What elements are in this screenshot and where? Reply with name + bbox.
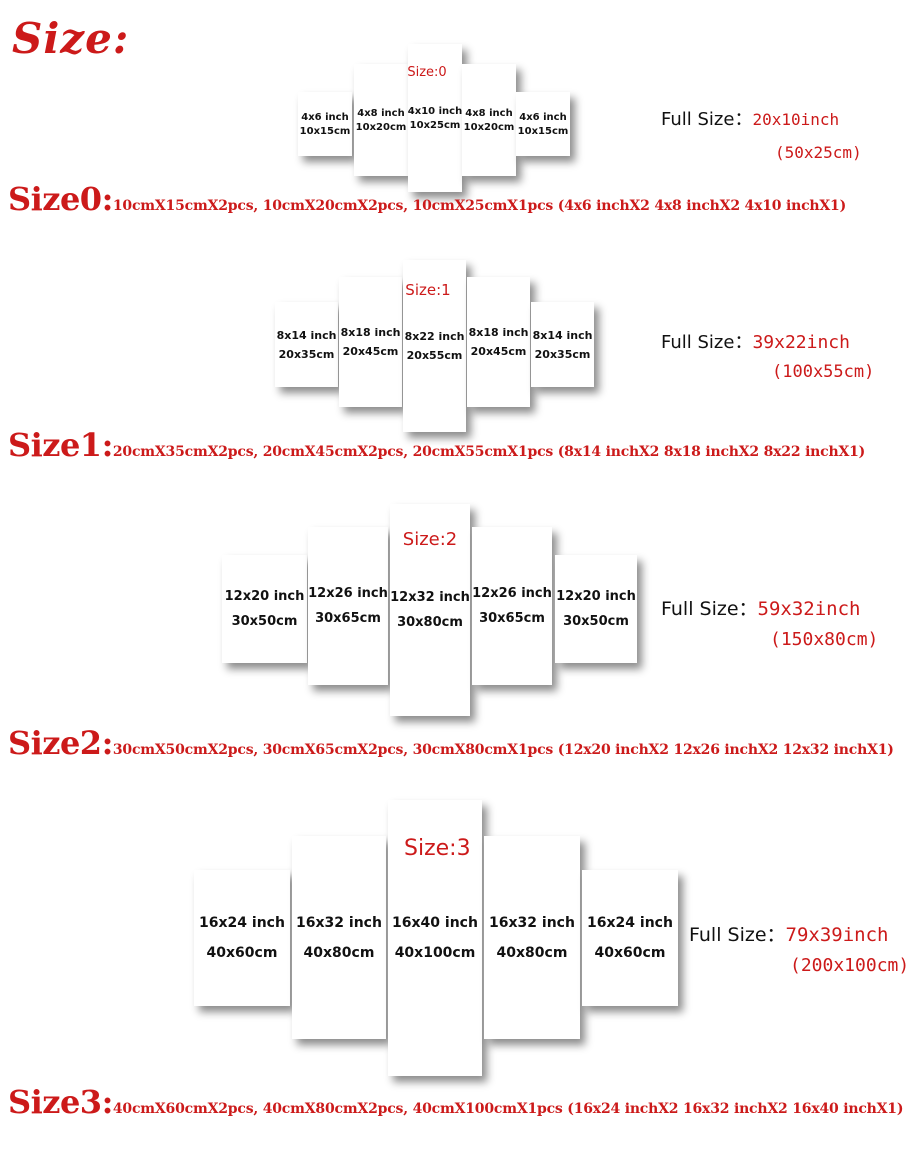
full-size-cm: (100x55cm) bbox=[772, 362, 875, 382]
canvas-panel: 4x10 inch 10x25cm bbox=[408, 44, 462, 192]
panel-inch-size: 16x24 inch bbox=[587, 915, 673, 931]
size-spec-text: 10cmX15cmX2pcs, 10cmX20cmX2pcs, 10cmX25c… bbox=[112, 198, 847, 214]
full-size-cm: (150x80cm) bbox=[770, 629, 879, 650]
canvas-panel: 4x6 inch 10x15cm bbox=[298, 92, 352, 156]
size-spec-line: Size1:20cmX35cmX2pcs, 20cmX45cmX2pcs, 20… bbox=[8, 426, 865, 464]
size-spec-line: Size3:40cmX60cmX2pcs, 40cmX80cmX2pcs, 40… bbox=[8, 1083, 903, 1121]
canvas-panel: 12x32 inch 30x80cm bbox=[390, 504, 470, 716]
panel-cm-size: 30x80cm bbox=[397, 615, 463, 630]
full-size: Full Size：79x39inch bbox=[689, 920, 888, 947]
panel-cm-size: 10x20cm bbox=[463, 121, 515, 133]
panel-cm-size: 10x15cm bbox=[299, 125, 351, 137]
panel-inch-size: 16x24 inch bbox=[199, 915, 285, 931]
size-spec-title: Size2: bbox=[8, 724, 113, 762]
panel-inch-size: 4x10 inch bbox=[407, 105, 463, 117]
full-size-inch: 59x32inch bbox=[757, 598, 861, 620]
canvas-panel: 8x14 inch 20x35cm bbox=[531, 302, 594, 387]
canvas-panel: 8x22 inch 20x55cm bbox=[403, 260, 466, 432]
panel-cm-size: 20x35cm bbox=[278, 347, 335, 361]
canvas-panel: 16x40 inch 40x100cm bbox=[388, 800, 482, 1076]
panel-cm-size: 30x50cm bbox=[563, 614, 629, 629]
panel-cm-size: 40x60cm bbox=[206, 945, 278, 961]
canvas-panel: 4x8 inch 10x20cm bbox=[354, 64, 408, 176]
panel-inch-size: 16x32 inch bbox=[296, 914, 382, 931]
full-size-cm-row: (150x80cm) bbox=[770, 629, 878, 650]
full-size-cm: (50x25cm) bbox=[775, 143, 862, 162]
size-label: Size:3 bbox=[404, 836, 471, 861]
panel-inch-size: 8x14 inch bbox=[532, 328, 593, 342]
canvas-panel: 16x32 inch 40x80cm bbox=[484, 836, 580, 1039]
canvas-panel: 12x26 inch 30x65cm bbox=[308, 527, 388, 685]
panel-inch-size: 12x20 inch bbox=[224, 589, 305, 604]
canvas-panel: 8x18 inch 20x45cm bbox=[467, 277, 530, 407]
panel-cm-size: 10x20cm bbox=[355, 121, 407, 133]
panel-inch-size: 12x26 inch bbox=[472, 586, 552, 601]
panel-inch-size: 12x26 inch bbox=[308, 586, 388, 601]
panel-inch-size: 4x8 inch bbox=[357, 107, 405, 119]
full-size: Full Size：59x32inch bbox=[661, 594, 860, 621]
full-size-label: Full Size： bbox=[661, 109, 753, 130]
full-size-label: Full Size： bbox=[661, 332, 753, 353]
panel-inch-size: 12x20 inch bbox=[556, 589, 636, 604]
panel-cm-size: 40x80cm bbox=[496, 944, 568, 961]
full-size-cm-row: (200x100cm) bbox=[790, 955, 909, 976]
panel-inch-size: 16x32 inch bbox=[489, 914, 575, 931]
panel-cm-size: 40x60cm bbox=[594, 945, 666, 961]
panel-cm-size: 10x25cm bbox=[409, 119, 461, 131]
panel-inch-size: 12x32 inch bbox=[390, 590, 470, 605]
full-size-inch: 39x22inch bbox=[752, 332, 850, 353]
panel-inch-size: 8x22 inch bbox=[404, 330, 465, 343]
canvas-panel: 4x6 inch 10x15cm bbox=[516, 92, 570, 156]
size-spec-title: Size0: bbox=[8, 180, 113, 218]
canvas-panel: 4x8 inch 10x20cm bbox=[462, 64, 516, 176]
panel-cm-size: 30x50cm bbox=[231, 614, 298, 629]
canvas-panel: 12x20 inch 30x50cm bbox=[222, 555, 307, 663]
panel-cm-size: 20x45cm bbox=[342, 345, 399, 358]
size-spec-text: 40cmX60cmX2pcs, 40cmX80cmX2pcs, 40cmX100… bbox=[112, 1101, 904, 1117]
size-spec-title: Size1: bbox=[8, 426, 113, 464]
size-label: Size:0 bbox=[407, 65, 447, 80]
full-size: Full Size：39x22inch bbox=[661, 328, 850, 354]
panel-inch-size: 8x18 inch bbox=[468, 326, 529, 339]
panel-inch-size: 16x40 inch bbox=[392, 915, 478, 931]
panel-inch-size: 4x6 inch bbox=[301, 111, 349, 123]
panel-cm-size: 30x65cm bbox=[315, 611, 381, 626]
panel-cm-size: 20x55cm bbox=[406, 349, 463, 362]
panel-inch-size: 8x18 inch bbox=[340, 326, 401, 339]
panel-cm-size: 20x45cm bbox=[470, 345, 527, 358]
canvas-panel: 16x24 inch 40x60cm bbox=[582, 870, 678, 1006]
canvas-panel: 8x18 inch 20x45cm bbox=[339, 277, 402, 407]
full-size-inch: 79x39inch bbox=[785, 924, 889, 946]
size-spec-text: 20cmX35cmX2pcs, 20cmX45cmX2pcs, 20cmX55c… bbox=[112, 444, 866, 460]
panel-cm-size: 10x15cm bbox=[517, 125, 569, 137]
size-spec-title: Size3: bbox=[8, 1083, 113, 1121]
size-spec-text: 30cmX50cmX2pcs, 30cmX65cmX2pcs, 30cmX80c… bbox=[112, 742, 894, 758]
full-size-cm-row: (50x25cm) bbox=[775, 143, 862, 162]
canvas-panel: 16x32 inch 40x80cm bbox=[292, 836, 386, 1039]
full-size-label: Full Size： bbox=[661, 598, 758, 620]
size-label: Size:1 bbox=[405, 281, 451, 299]
full-size-inch: 20x10inch bbox=[752, 110, 840, 129]
page-title: Size: bbox=[12, 14, 130, 63]
size-spec-line: Size2:30cmX50cmX2pcs, 30cmX65cmX2pcs, 30… bbox=[8, 724, 894, 762]
panel-cm-size: 20x35cm bbox=[534, 347, 591, 361]
canvas-panel: 12x26 inch 30x65cm bbox=[472, 527, 552, 685]
full-size-cm-row: (100x55cm) bbox=[772, 362, 874, 382]
panel-cm-size: 40x100cm bbox=[394, 945, 476, 961]
panel-inch-size: 4x8 inch bbox=[465, 107, 513, 119]
full-size: Full Size：20x10inch bbox=[661, 105, 839, 131]
canvas-panel: 16x24 inch 40x60cm bbox=[194, 870, 290, 1006]
size-spec-line: Size0:10cmX15cmX2pcs, 10cmX20cmX2pcs, 10… bbox=[8, 180, 846, 218]
canvas-panel: 8x14 inch 20x35cm bbox=[275, 302, 338, 387]
panel-cm-size: 40x80cm bbox=[303, 944, 375, 961]
size-label: Size:2 bbox=[402, 529, 458, 550]
full-size-label: Full Size： bbox=[689, 924, 786, 946]
full-size-cm: (200x100cm) bbox=[790, 955, 910, 976]
canvas-panel: 12x20 inch 30x50cm bbox=[555, 555, 637, 663]
panel-inch-size: 4x6 inch bbox=[519, 111, 567, 123]
panel-cm-size: 30x65cm bbox=[479, 611, 545, 626]
panel-inch-size: 8x14 inch bbox=[276, 328, 337, 342]
